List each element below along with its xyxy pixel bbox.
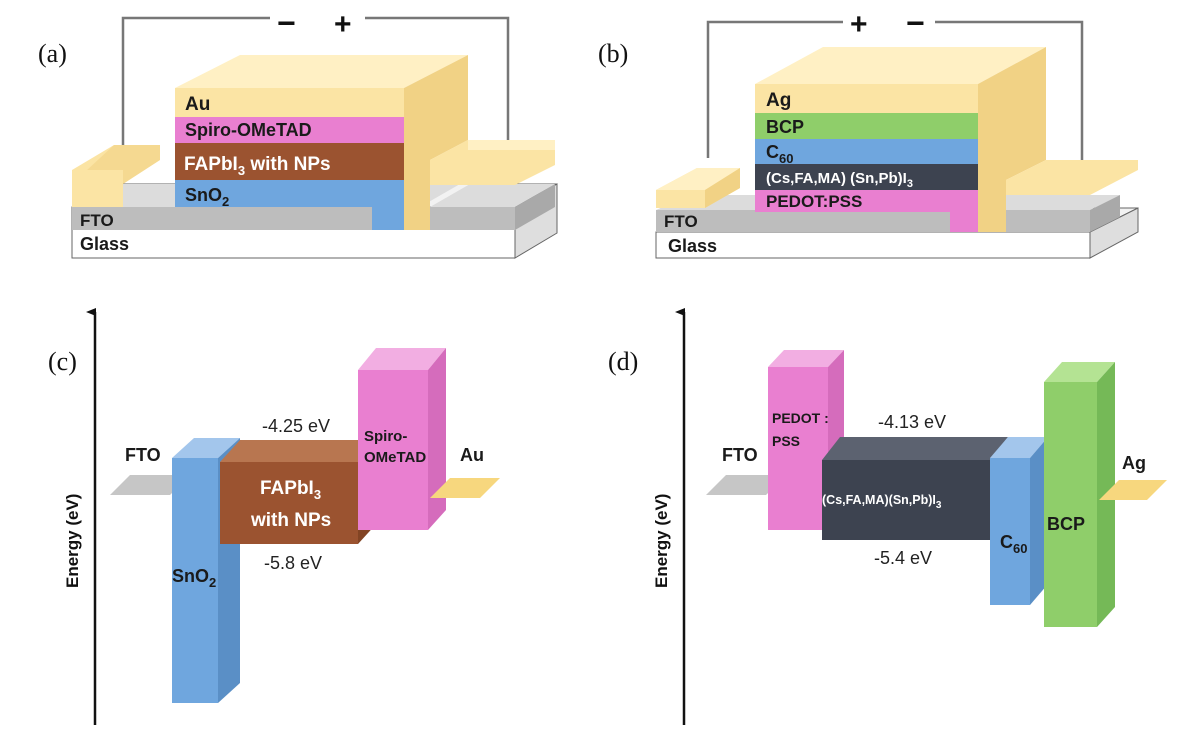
circuit-wire-b-right: [935, 20, 1084, 170]
pedot-layer-b: [755, 190, 978, 232]
plus-terminal-b: +: [850, 8, 868, 41]
minus-terminal-b: −: [906, 5, 925, 41]
fto-label-a: FTO: [80, 211, 114, 230]
ag-band-label-d: Ag: [1122, 453, 1146, 473]
c60-layer-b: [755, 139, 978, 164]
bcp-band-label-d: BCP: [1047, 514, 1085, 534]
absorber-band-label-c: FAPbI3: [260, 478, 321, 502]
panel-label-b: (b): [598, 39, 628, 68]
panel-label-c: (c): [48, 347, 77, 376]
spiro-band-label2-c: OMeTAD: [364, 449, 426, 466]
plus-terminal-a: +: [334, 8, 352, 41]
energy-axis-label-d: Energy (eV): [652, 494, 671, 588]
fto-label-b: FTO: [664, 212, 698, 231]
cbm-value-c: -4.25 eV: [262, 416, 330, 436]
cbm-value-d: -4.13 eV: [878, 412, 946, 432]
spiro-label-a: Spiro-OMeTAD: [185, 120, 312, 140]
circuit-wire-a-right: [365, 16, 510, 155]
absorber-label-b: (Cs,FA,MA) (Sn,Pb)I3: [766, 170, 913, 190]
circuit-wire-b: [706, 20, 843, 158]
sno2-layer-a: [175, 170, 418, 230]
ag-electrode-b: [656, 47, 1138, 232]
minus-terminal-a: −: [277, 5, 296, 41]
panel-label-d: (d): [608, 347, 638, 376]
pedot-band-label-d: PEDOT :: [772, 410, 829, 426]
panel-label-a: (a): [38, 39, 67, 68]
htl-layer-a: [175, 117, 404, 143]
spiro-band-c: [358, 348, 446, 530]
ag-label-b: Ag: [766, 90, 791, 111]
spiro-band-label-c: Spiro-: [364, 428, 407, 445]
vbm-value-c: -5.8 eV: [264, 553, 322, 573]
sno2-label-a: SnO2: [185, 185, 229, 209]
bcp-band-d: [1044, 362, 1115, 627]
fto-band-c: [110, 475, 190, 495]
sno2-band-label-c: SnO2: [172, 566, 216, 590]
absorber-layer-b: [755, 164, 978, 190]
band-diagram-d: (d) Energy (eV) FTO PEDOT : PSS (Cs,FA,M…: [608, 308, 1167, 725]
fto-band-label-d: FTO: [722, 445, 758, 465]
absorber-band-d: [822, 437, 1008, 540]
absorber-label-a: FAPbI3 with NPs: [184, 154, 331, 178]
glass-label-b: Glass: [668, 236, 717, 256]
bcp-label-b: BCP: [766, 117, 804, 137]
absorber-layer-a: [175, 143, 404, 180]
ag-band-d: [1099, 480, 1167, 500]
pedot-band-label2-d: PSS: [772, 433, 800, 449]
band-diagram-c: (c) Energy (eV) FTO SnO2 FAPbI3 with NPs: [48, 308, 500, 725]
au-band-label-c: Au: [460, 445, 484, 465]
bcp-layer-b: [755, 113, 978, 139]
fto-band-label-c: FTO: [125, 445, 161, 465]
au-band-c: [430, 478, 500, 498]
c60-label-b: C60: [766, 142, 793, 166]
device-a: (a) − +: [38, 5, 558, 259]
fto-band-d: [706, 475, 786, 495]
c60-band-d: [990, 437, 1048, 605]
circuit-wire-a: [121, 16, 270, 158]
au-electrode-a: [72, 55, 555, 230]
au-label-a: Au: [185, 94, 210, 115]
pedot-label-b: PEDOT:PSS: [766, 192, 862, 211]
vbm-value-d: -5.4 eV: [874, 548, 932, 568]
absorber-band-label2-c: with NPs: [250, 510, 331, 531]
c60-band-label-d: C60: [1000, 532, 1027, 556]
absorber-band-label-d: (Cs,FA,MA)(Sn,Pb)I3: [822, 493, 942, 511]
glass-label-a: Glass: [80, 234, 129, 254]
energy-axis-label-c: Energy (eV): [63, 494, 82, 588]
device-b: (b) + −: [598, 5, 1139, 259]
